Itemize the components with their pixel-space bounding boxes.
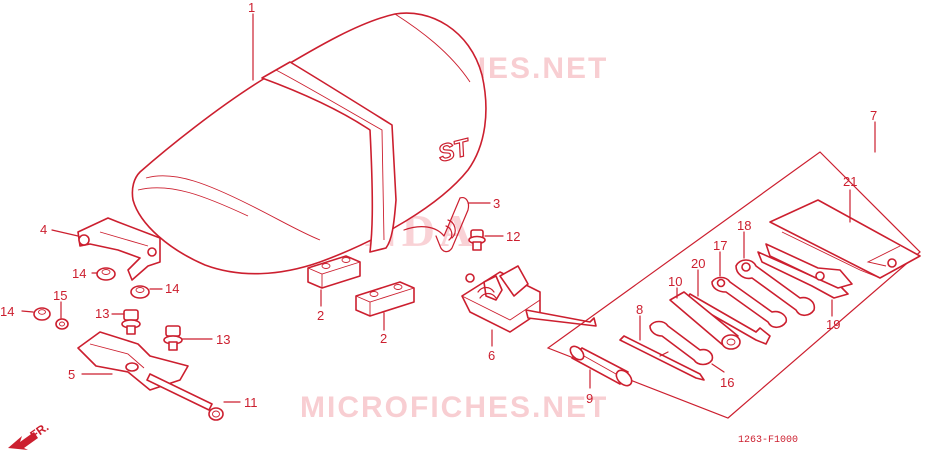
callout-20: 20 [691,256,705,271]
spring-3 [403,197,470,253]
callout-7: 7 [870,108,877,123]
tool-bag-21 [769,199,921,279]
callout-11: 11 [244,395,258,410]
wrench-16 [649,320,714,366]
callout-15: 15 [53,288,67,303]
callout-21: 21 [843,174,857,189]
holder-plate [77,331,189,391]
pliers-19 [757,243,853,299]
screwdriver-8 [619,335,705,381]
leader-14c [21,310,34,313]
leader-4 [51,229,79,237]
seat: ST [131,12,487,275]
nut-14-a [96,267,116,281]
bolt-12 [468,229,486,251]
callout-2b: 2 [380,331,387,346]
rubber-block-b [355,281,415,317]
socket-wrench-10 [669,291,741,350]
callout-3: 3 [493,196,500,211]
bolt-13-a [121,309,141,335]
handle-9 [569,345,633,387]
wrench-17 [711,276,788,329]
callout-12: 12 [506,229,520,244]
rubber-block-a [307,255,361,289]
callout-6: 6 [488,348,495,363]
bolt-13-b [163,325,183,351]
callout-14c: 14 [0,304,14,319]
callout-5: 5 [68,367,75,382]
wrench-18 [735,259,816,317]
front-arrow: FR. [8,420,51,450]
diagram-code: 1263-F1000 [738,435,798,446]
callout-9: 9 [586,391,593,406]
watermark-bottom: MICROFICHES.NET [300,391,608,424]
long-bolt-11 [146,373,224,421]
leader-16 [711,363,725,373]
callout-14b: 14 [165,281,179,296]
hinge-bracket [77,217,161,281]
callout-13b: 13 [216,332,230,347]
callout-1: 1 [248,0,255,15]
callout-13a: 13 [95,306,109,321]
callout-16: 16 [720,375,734,390]
callout-17: 17 [713,238,727,253]
toolkit-boundary [546,151,921,419]
callout-19: 19 [826,317,840,332]
callout-18: 18 [737,218,751,233]
washer-15 [55,318,69,330]
callout-10: 10 [668,274,682,289]
callout-8: 8 [636,302,643,317]
nut-14-b [130,285,150,299]
seat-lock-6 [461,265,597,333]
callout-14a: 14 [72,266,86,281]
callout-2a: 2 [317,308,324,323]
callout-4: 4 [40,222,47,237]
nut-14-c [33,307,51,321]
